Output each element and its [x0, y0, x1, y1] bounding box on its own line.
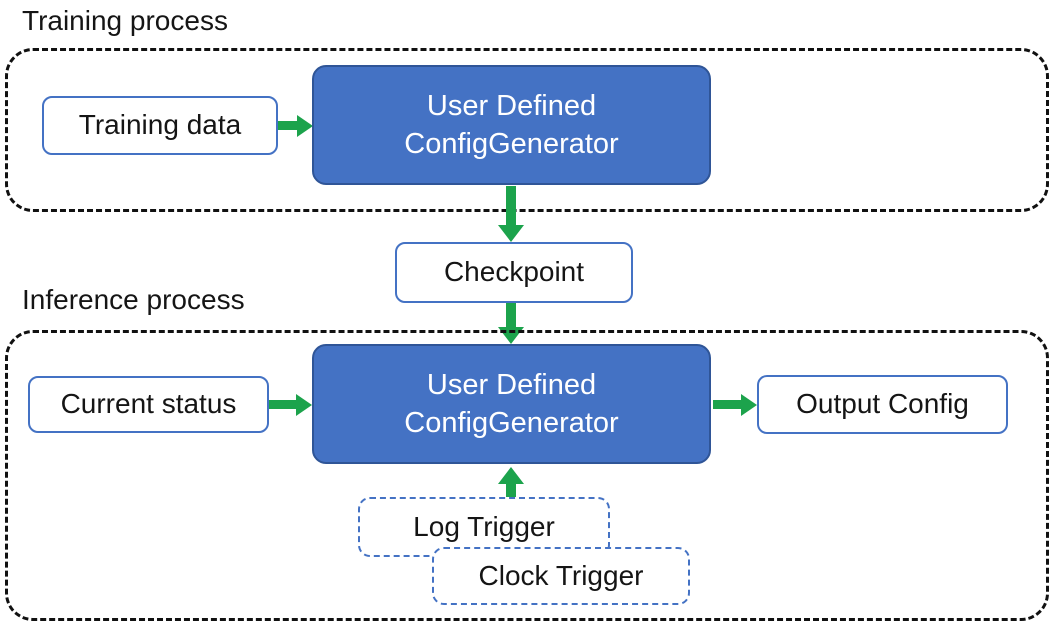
training-process-label: Training process [22, 5, 228, 36]
current-status-box: Current status [28, 376, 269, 433]
arrow-shaft [713, 400, 742, 409]
arrow-right-head-icon [296, 393, 312, 416]
arrow-right-head-icon [741, 393, 757, 416]
configgenerator-training-line2: ConfigGenerator [404, 128, 619, 160]
arrow-shaft [506, 303, 516, 328]
arrow-down-head-icon [498, 225, 524, 242]
arrow-shaft [506, 483, 516, 497]
configgenerator-inference-line1: User Defined [426, 368, 597, 401]
arrow-up-head-icon [498, 467, 524, 484]
checkpoint-box: Checkpoint [395, 242, 633, 303]
arrow-shaft [506, 186, 516, 226]
configgenerator-training-box: User Defined ConfigGenerator [312, 65, 711, 185]
configgenerator-training-line1: User Defined [426, 89, 597, 122]
clock-trigger-box: Clock Trigger [432, 547, 690, 605]
training-process-container [5, 48, 1049, 212]
output-config-box: Output Config [757, 375, 1008, 434]
configgenerator-inference-box: User Defined ConfigGenerator [312, 344, 711, 464]
training-data-box: Training data [42, 96, 278, 155]
arrow-shaft [269, 400, 297, 409]
arrow-shaft [278, 121, 300, 130]
inference-process-label: Inference process [22, 284, 245, 315]
inference-process-container [5, 330, 1049, 621]
arrow-right-head-icon [297, 114, 313, 137]
configgenerator-inference-line2: ConfigGenerator [404, 407, 619, 439]
